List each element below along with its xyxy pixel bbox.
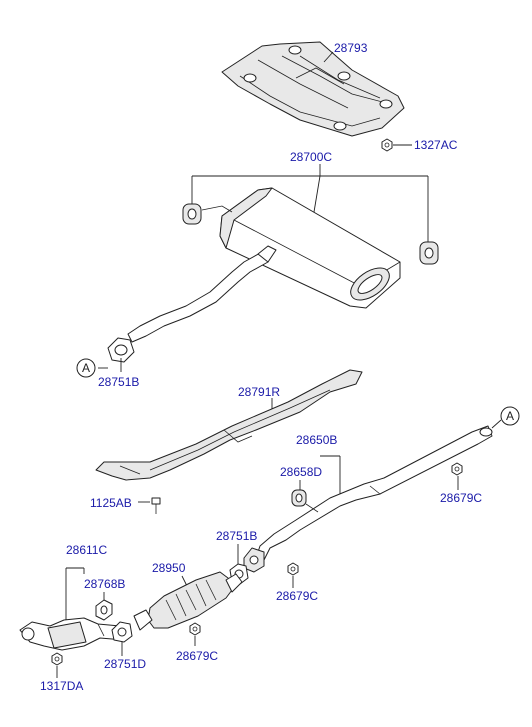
label-28751d: 28751D <box>104 657 146 671</box>
label-28751b-top: 28751B <box>98 375 139 389</box>
label-1317da: 1317DA <box>40 679 83 693</box>
label-28700c: 28700C <box>290 150 332 164</box>
muffler-leader-lines <box>191 164 429 242</box>
main-muffler-part <box>201 187 401 309</box>
hanger-rubber-left <box>182 203 202 225</box>
ref-a-left: A <box>82 361 90 375</box>
label-28793: 28793 <box>334 41 368 55</box>
label-28611c: 28611C <box>66 543 107 557</box>
bolt-1125ab-part <box>151 497 161 514</box>
label-28650b: 28650B <box>296 433 337 447</box>
label-1125ab: 1125AB <box>90 496 132 510</box>
nut-28679c-bottom-part <box>189 622 201 636</box>
label-28751b-mid: 28751B <box>216 529 257 543</box>
gasket-28751d-part <box>111 621 133 643</box>
ref-a-right: A <box>506 409 514 423</box>
label-28679c-bottom: 28679C <box>176 649 218 663</box>
heat-shield-part <box>221 41 405 137</box>
nut-28679c-mid-part <box>287 562 299 576</box>
label-28679c-mid: 28679C <box>276 589 318 603</box>
gasket-28768b-part <box>95 599 113 621</box>
label-28658d: 28658D <box>280 465 322 479</box>
hanger-28658d-part <box>291 489 319 513</box>
nut-1317da-part <box>51 652 63 666</box>
muffler-inlet-pipe <box>127 245 277 343</box>
catalytic-converter-part <box>133 571 243 631</box>
label-28791r: 28791R <box>238 385 280 399</box>
center-muffler-part <box>243 425 493 573</box>
nut-28679c-right-part <box>451 462 463 476</box>
nut-1327ac-part <box>381 138 393 152</box>
label-1327ac: 1327AC <box>414 138 458 152</box>
label-28768b: 28768B <box>84 577 125 591</box>
front-pipe-part <box>19 617 131 651</box>
heat-protector-part <box>95 369 363 481</box>
label-28679c-right: 28679C <box>440 491 482 505</box>
hanger-rubber-right <box>419 241 439 265</box>
label-28950: 28950 <box>152 561 186 575</box>
gasket-28751b-top-part <box>107 337 135 363</box>
